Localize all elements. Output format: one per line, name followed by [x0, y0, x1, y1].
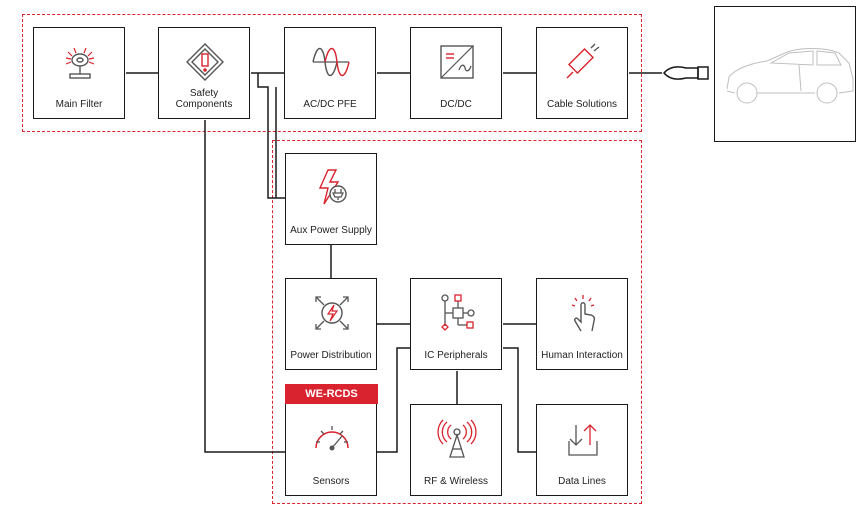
- rf-wireless-block[interactable]: RF & Wireless: [410, 404, 502, 496]
- acdc-pfe-label: AC/DC PFE: [303, 99, 357, 110]
- touch-hand-icon: [571, 295, 596, 332]
- coil-icon: [65, 47, 95, 79]
- ic-peripherals-label: IC Peripherals: [424, 350, 488, 361]
- power-plug-bolt-icon: [318, 169, 347, 205]
- dcdc-label: DC/DC: [440, 99, 472, 110]
- aux-power-supply-label: Aux Power Supply: [290, 225, 372, 236]
- we-rcds-badge: WE-RCDS: [285, 384, 378, 404]
- main-filter-label: Main Filter: [55, 99, 103, 110]
- cable-solutions-block[interactable]: Cable Solutions: [536, 27, 628, 119]
- human-interaction-block[interactable]: Human Interaction: [536, 278, 628, 370]
- safety-components-label: Safety Components: [175, 88, 233, 110]
- gauge-icon: [315, 426, 349, 451]
- sine-wave-icon: [312, 47, 350, 77]
- power-distribution-icon: [315, 296, 349, 330]
- converter-icon: [440, 45, 474, 79]
- cable-icon: [566, 43, 600, 79]
- antenna-icon: [437, 419, 477, 458]
- data-lines-block[interactable]: Data Lines: [536, 404, 628, 496]
- power-distribution-label: Power Distribution: [290, 350, 372, 361]
- power-distribution-block[interactable]: Power Distribution: [285, 278, 377, 370]
- rf-wireless-label: RF & Wireless: [424, 476, 488, 487]
- car-outline-icon: [726, 48, 854, 104]
- ic-peripherals-block[interactable]: IC Peripherals: [410, 278, 502, 370]
- acdc-pfe-block[interactable]: AC/DC PFE: [284, 27, 376, 119]
- sensors-label: Sensors: [312, 476, 350, 487]
- sensors-block[interactable]: Sensors: [285, 404, 377, 496]
- data-lines-label: Data Lines: [558, 476, 606, 487]
- aux-power-supply-block[interactable]: Aux Power Supply: [285, 153, 377, 245]
- cable-solutions-label: Cable Solutions: [546, 99, 618, 110]
- vehicle-box: [714, 6, 856, 142]
- ic-network-icon: [441, 294, 475, 331]
- warning-diamond-icon: [186, 43, 224, 81]
- safety-components-block[interactable]: Safety Components: [158, 27, 250, 119]
- up-down-arrows-icon: [568, 424, 598, 456]
- dcdc-block[interactable]: DC/DC: [410, 27, 502, 119]
- main-filter-block[interactable]: Main Filter: [33, 27, 125, 119]
- charging-plug-icon: [663, 66, 709, 80]
- human-interaction-label: Human Interaction: [541, 350, 623, 361]
- secondary-system-group: [272, 140, 642, 504]
